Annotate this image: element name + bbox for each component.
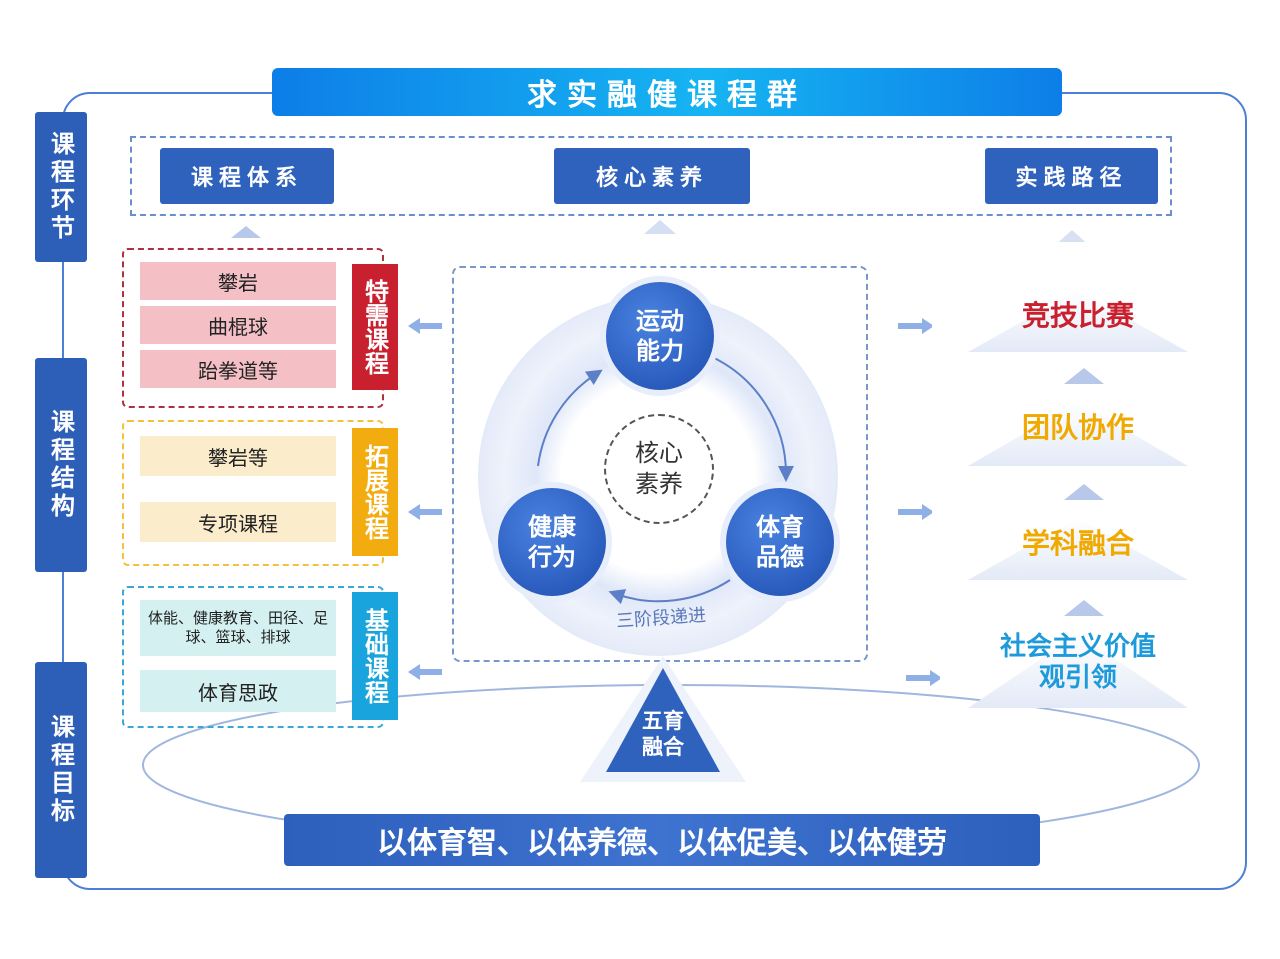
practice-teamwork: 团队协作 (1021, 411, 1134, 444)
special-course-item: 攀岩 (140, 262, 336, 300)
side-tab-goal: 课程目标 (35, 662, 87, 878)
practice-path-steps (968, 290, 1188, 708)
header-row (130, 136, 1172, 216)
page-title: 求实融健课程群 (272, 68, 1062, 116)
side-tab-structure: 课程结构 (35, 358, 87, 572)
practice-competition: 竞技比赛 (1021, 299, 1134, 332)
basic-course-item: 体育思政 (140, 670, 336, 712)
up-chevron-icon (1058, 230, 1086, 242)
special-course-label: 特需课程 (352, 264, 398, 390)
extended-course-item: 攀岩等 (140, 436, 336, 476)
header-course-system: 课程体系 (160, 148, 334, 204)
special-course-item: 曲棍球 (140, 306, 336, 344)
cycle-arrows (537, 355, 794, 605)
arrow-right-icon (898, 318, 932, 334)
arrow-right-icon (898, 504, 932, 520)
arrow-left-icon (408, 504, 442, 520)
header-core-literacy: 核心素养 (554, 148, 750, 204)
node-sport-ethics: 体育品德 (726, 488, 834, 596)
arrow-left-icon (408, 664, 442, 680)
fusion-text: 五育融合 (642, 709, 684, 760)
up-chevron-icon (644, 220, 676, 234)
extended-course-label: 拓展课程 (352, 428, 398, 556)
core-literacy-text: 核心素养 (635, 438, 683, 498)
core-literacy-center: 核心素养 (604, 414, 714, 524)
practice-values: 社会主义价值观引领 (968, 632, 1188, 694)
up-chevron-icon (231, 226, 261, 238)
side-tab-stage: 课程环节 (35, 112, 87, 262)
node-health-behavior: 健康行为 (498, 488, 606, 596)
node-sport-ethics-text: 体育品德 (756, 513, 804, 571)
arrow-right-icon (906, 670, 940, 686)
special-course-item: 跆拳道等 (140, 350, 336, 388)
node-sport-ability: 运动能力 (606, 282, 714, 390)
node-sport-ability-text: 运动能力 (636, 307, 684, 365)
practice-interdisciplinary: 学科融合 (1021, 527, 1134, 560)
basic-course-item: 体能、健康教育、田径、足球、篮球、排球 (140, 600, 336, 656)
header-practice-path: 实践路径 (985, 148, 1158, 204)
fusion-triangle (580, 656, 746, 782)
basic-course-label: 基础课程 (352, 592, 398, 720)
course-goal-bar: 以体育智、以体养德、以体促美、以体健劳 (284, 814, 1040, 866)
fusion-label: 五育融合 (620, 708, 706, 761)
node-health-behavior-text: 健康行为 (528, 513, 576, 571)
practice-values-text: 社会主义价值观引领 (999, 632, 1156, 694)
extended-course-item: 专项课程 (140, 502, 336, 542)
arrow-left-icon (408, 318, 442, 334)
